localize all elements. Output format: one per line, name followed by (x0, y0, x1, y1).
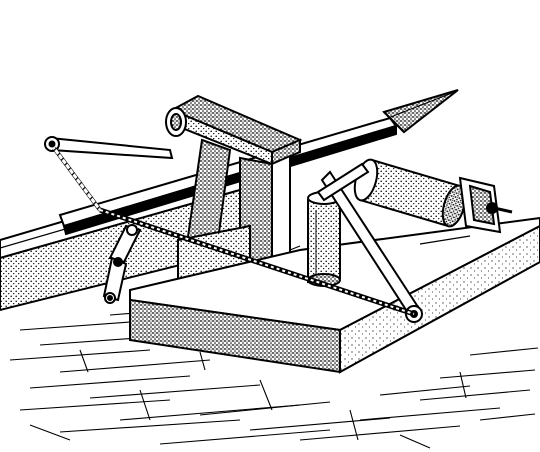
throwing-arms (44, 136, 423, 323)
bolt-tip-icon (382, 89, 459, 134)
base-outline-detail (289, 235, 471, 251)
torsion-spring-icon (307, 191, 341, 287)
trigger-linkage (102, 224, 142, 304)
ground-hatching (9, 310, 539, 449)
bowstring-rope (52, 146, 415, 317)
winch-drum-icon (353, 158, 513, 234)
yoke-block (165, 94, 303, 166)
